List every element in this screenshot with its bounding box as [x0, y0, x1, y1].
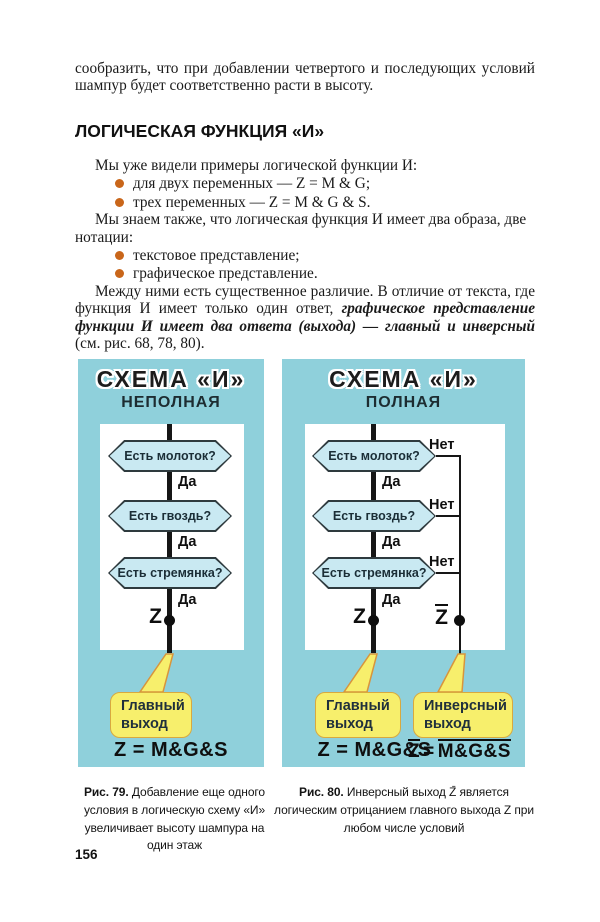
paragraph-text: Между ними есть существенное различие. В… — [75, 282, 535, 318]
yes-label: Да — [382, 534, 401, 550]
yes-label: Да — [178, 534, 197, 550]
bubble-tail — [138, 653, 174, 693]
list-item-text: для двух переменных — Z = M & G; — [133, 175, 371, 193]
body-text: Мы уже видели примеры логической функции… — [75, 157, 535, 352]
condition-hexagon: Есть молоток? — [108, 440, 232, 472]
diagram-and-complete: СХЕМА «И» ПОЛНАЯ Есть молоток? Да Нет Ес… — [282, 359, 525, 767]
no-label: Нет — [429, 497, 455, 513]
bullet-list: для двух переменных — Z = M & G; трех пе… — [75, 175, 535, 211]
condition-text: Есть молоток? — [124, 449, 216, 463]
inverse-output-callout: Инверсный выход — [413, 692, 513, 738]
main-output-callout: Главный выход — [315, 692, 401, 738]
output-z-label: Z — [353, 605, 366, 628]
diagram-title: СХЕМА «И» — [96, 366, 246, 392]
formula-main: Z = M&G&S — [317, 739, 432, 761]
list-item-text: трех переменных — Z = M & G & S. — [133, 193, 371, 211]
figure-label: Рис. 79. — [84, 785, 129, 799]
condition-hexagon: Есть молоток? — [312, 440, 436, 472]
no-branch-line — [436, 455, 461, 457]
overbar: Z — [435, 604, 448, 629]
bullet-list: текстовое представление; графическое пре… — [75, 247, 535, 283]
no-branch-line — [436, 572, 461, 574]
figure-caption-80: Рис. 80. Инверсный выход Z̄ является лог… — [274, 784, 534, 837]
inverse-node-dot — [454, 615, 465, 626]
condition-text: Есть гвоздь? — [332, 509, 416, 523]
yes-label: Да — [178, 592, 197, 608]
condition-hexagon: Есть стремянка? — [108, 557, 232, 589]
hexagon-fill — [313, 441, 435, 471]
inverse-line — [459, 455, 461, 658]
main-line — [167, 424, 172, 653]
condition-text: Есть стремянка? — [117, 566, 223, 580]
list-item: графическое представление. — [75, 265, 535, 282]
equals-sign: = — [423, 741, 435, 762]
hexagon-fill — [313, 558, 435, 588]
main-output-callout: Главный выход — [110, 692, 192, 738]
list-item: текстовое представление; — [75, 247, 535, 264]
figure-caption-text: Инверсный выход Z̄ является логическим о… — [274, 785, 534, 835]
list-item: трех переменных — Z = M & G & S. — [75, 194, 535, 211]
condition-text: Есть молоток? — [328, 449, 420, 463]
hexagon-fill — [109, 501, 231, 531]
bullet-icon — [115, 179, 124, 189]
no-label: Нет — [429, 554, 455, 570]
output-z-label: Z — [149, 605, 162, 628]
bubble-tail — [342, 653, 378, 693]
diagram-and-incomplete: СХЕМА «И» НЕПОЛНАЯ Есть молоток? Да Есть… — [78, 359, 264, 767]
paragraph: Мы знаем также, что логическая функция И… — [75, 211, 527, 246]
diagram-subtitle: НЕПОЛНАЯ — [121, 394, 221, 411]
yes-label: Да — [178, 474, 197, 490]
list-item-text: текстовое представление; — [133, 247, 300, 265]
bullet-icon — [115, 197, 124, 207]
no-label: Нет — [429, 437, 455, 453]
hexagon-fill — [313, 501, 435, 531]
yes-label: Да — [382, 592, 401, 608]
condition-hexagon: Есть гвоздь? — [312, 500, 436, 532]
yes-label: Да — [382, 474, 401, 490]
list-item: для двух переменных — Z = M & G; — [75, 175, 535, 192]
condition-text: Есть стремянка? — [321, 566, 427, 580]
overbar: M&G&S — [437, 739, 511, 762]
overbar: Z — [408, 739, 421, 762]
condition-hexagon: Есть стремянка? — [312, 557, 436, 589]
formula-inverse: Z=M&G&S — [397, 739, 522, 763]
section-heading: ЛОГИЧЕСКАЯ ФУНКЦИЯ «И» — [75, 121, 325, 141]
output-node-dot — [368, 615, 379, 626]
page-number: 156 — [75, 847, 98, 862]
diagram-subtitle: ПОЛНАЯ — [365, 394, 442, 411]
paragraph-emphasis: графическое представление функции И имее… — [75, 300, 535, 335]
paragraph-text: (см. рис. 68, 78, 80). — [75, 335, 205, 353]
formula-main: Z = M&G&S — [114, 739, 228, 761]
bubble-tail — [436, 653, 466, 693]
intro-paragraph: сообразить, что при добавлении четвертог… — [75, 60, 535, 95]
no-branch-line — [436, 515, 461, 517]
bullet-icon — [115, 269, 124, 279]
condition-text: Есть гвоздь? — [128, 509, 212, 523]
hexagon-fill — [109, 441, 231, 471]
diagram-title: СХЕМА «И» — [329, 366, 478, 392]
output-z-inverse-label: Z — [414, 604, 448, 630]
figure-caption-79: Рис. 79. Добавление еще одного условия в… — [72, 784, 277, 855]
bullet-icon — [115, 251, 124, 261]
hexagon-fill — [109, 558, 231, 588]
paragraph: Мы уже видели примеры логической функции… — [95, 157, 418, 174]
list-item-text: графическое представление. — [133, 265, 318, 283]
output-node-dot — [164, 615, 175, 626]
condition-hexagon: Есть гвоздь? — [108, 500, 232, 532]
main-line — [371, 424, 376, 653]
paragraph: Между ними есть существенное различие. В… — [75, 283, 535, 353]
figure-caption-text: Добавление еще одного условия в логическ… — [83, 785, 266, 853]
figure-label: Рис. 80. — [299, 785, 344, 799]
